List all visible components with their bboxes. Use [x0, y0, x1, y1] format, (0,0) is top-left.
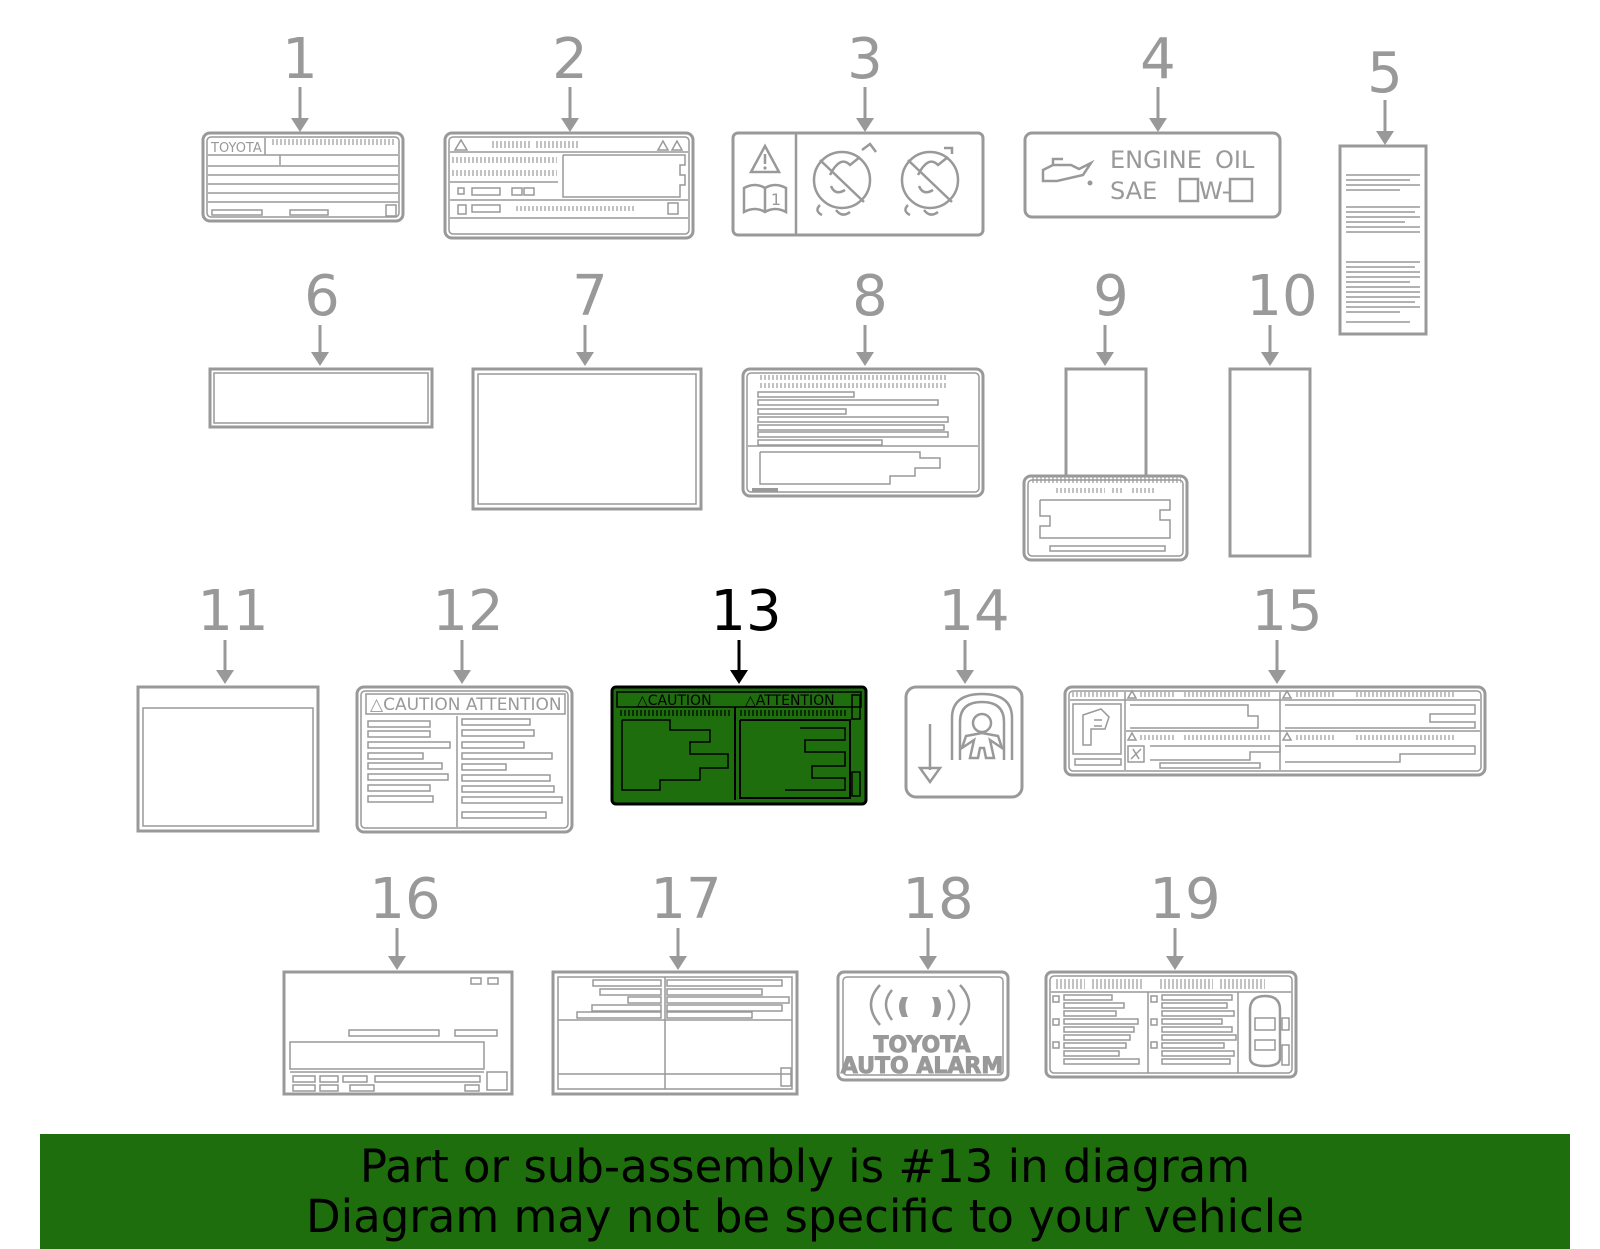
label-4-engine: ENGINE [1110, 146, 1202, 174]
callout-16[interactable]: 16 [369, 867, 440, 932]
info-banner: Part or sub-assembly is #13 in diagram D… [40, 1134, 1570, 1249]
no-child-seat-icon [812, 150, 872, 210]
label-6[interactable] [208, 367, 434, 429]
down-arrow-icon [917, 766, 943, 785]
callout-17[interactable]: 17 [650, 867, 721, 932]
label-1[interactable]: TOYOTA [201, 131, 405, 223]
fan-icon-box [1127, 745, 1145, 763]
callout-14[interactable]: 14 [938, 579, 1009, 644]
label-18-brand: TOYOTA [873, 1033, 970, 1058]
alarm-signal-icon [869, 984, 971, 1026]
banner-line-1: Part or sub-assembly is #13 in diagram [359, 1139, 1251, 1193]
warning-triangle-icon [748, 143, 782, 174]
callout-7[interactable]: 7 [572, 264, 608, 329]
label-4[interactable]: ENGINE OIL SAE W- [1023, 131, 1282, 219]
label-11[interactable] [136, 685, 320, 833]
callout-13-selected[interactable]: 13 [710, 579, 781, 644]
callout-arrows [216, 87, 1394, 970]
label-15[interactable] [1063, 685, 1487, 777]
callout-12[interactable]: 12 [432, 579, 503, 644]
pump-icon-box [1072, 703, 1122, 755]
label-4-w: W- [1199, 177, 1230, 205]
label-13-caution: △CAUTION [637, 693, 712, 709]
seat-icon [950, 692, 1014, 760]
callout-15[interactable]: 15 [1251, 579, 1322, 644]
label-16[interactable] [282, 970, 514, 1096]
callout-9[interactable]: 9 [1093, 264, 1129, 329]
callout-11[interactable]: 11 [197, 579, 268, 644]
banner-line-2: Diagram may not be specific to your vehi… [306, 1189, 1304, 1243]
callout-8[interactable]: 8 [852, 264, 888, 329]
callout-3[interactable]: 3 [847, 27, 883, 92]
label-19[interactable] [1044, 970, 1298, 1079]
label-18-alarm: AUTO ALARM [841, 1054, 1004, 1079]
label-8[interactable] [741, 367, 985, 498]
callout-6[interactable]: 6 [304, 264, 340, 329]
label-4-sae: SAE [1110, 177, 1157, 205]
child-figure-icon [971, 712, 993, 734]
label-17[interactable] [551, 970, 799, 1096]
oil-can-icon [1041, 157, 1095, 183]
label-1-brand: TOYOTA [210, 141, 262, 156]
label-13-highlighted[interactable]: △CAUTION △ATTENTION [610, 685, 868, 806]
manual-page-number: 1 [771, 190, 781, 209]
callout-2[interactable]: 2 [552, 27, 588, 92]
label-9[interactable] [1022, 367, 1189, 562]
label-4-oil: OIL [1215, 146, 1255, 174]
callout-1[interactable]: 1 [282, 27, 318, 92]
label-12[interactable]: △CAUTION ATTENTION [355, 685, 574, 834]
manual-book-icon [742, 183, 788, 215]
label-18[interactable]: TOYOTA AUTO ALARM [836, 970, 1010, 1082]
label-5[interactable] [1338, 144, 1428, 336]
label-12-caution-attention: △CAUTION ATTENTION [370, 695, 562, 715]
callout-4[interactable]: 4 [1140, 27, 1176, 92]
label-2[interactable] [443, 131, 695, 240]
callout-19[interactable]: 19 [1149, 867, 1220, 932]
label-10[interactable] [1228, 367, 1312, 558]
callout-18[interactable]: 18 [902, 867, 973, 932]
no-child-seat-icon-2 [900, 150, 960, 210]
callout-10[interactable]: 10 [1246, 264, 1317, 329]
callout-5[interactable]: 5 [1367, 41, 1403, 106]
label-14[interactable] [904, 685, 1024, 799]
label-7[interactable] [471, 367, 703, 511]
car-top-view-icon [1248, 994, 1282, 1068]
label-3[interactable]: 1 [731, 131, 985, 237]
label-13-attention: △ATTENTION [745, 693, 835, 709]
